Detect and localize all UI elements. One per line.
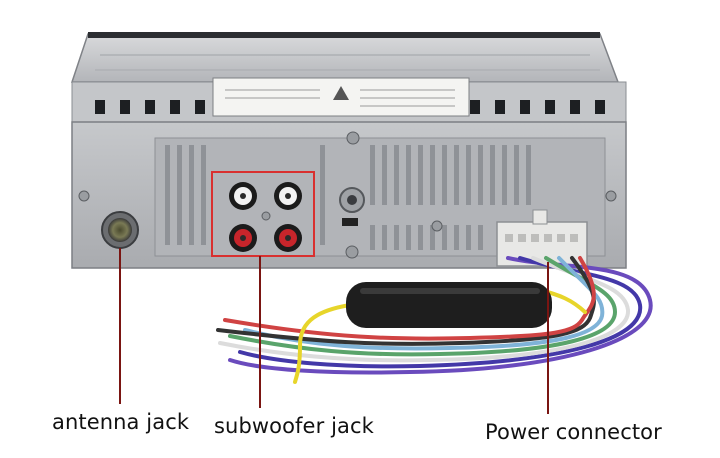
ferrite-filter bbox=[346, 282, 552, 328]
rear-sticker bbox=[212, 77, 470, 117]
power-connector-label: Power connector bbox=[485, 420, 662, 444]
heatsink-fins bbox=[165, 145, 531, 250]
antenna-jack-label: antenna jack bbox=[52, 410, 190, 434]
rca-jack-white-left bbox=[229, 182, 257, 210]
callout-lines bbox=[119, 248, 549, 414]
rca-jack-red-left bbox=[229, 224, 257, 252]
rca-jack-white-right bbox=[274, 182, 302, 210]
antenna-jack bbox=[101, 211, 139, 249]
wiring-harness bbox=[216, 256, 653, 384]
rca-jack-red-right bbox=[274, 224, 302, 252]
rear-knob bbox=[339, 187, 365, 226]
mounting-screws bbox=[78, 131, 617, 259]
unit-top-cover bbox=[70, 32, 620, 83]
subwoofer-jack-label: subwoofer jack bbox=[214, 414, 374, 438]
subwoofer-rca-jacks bbox=[211, 171, 315, 257]
